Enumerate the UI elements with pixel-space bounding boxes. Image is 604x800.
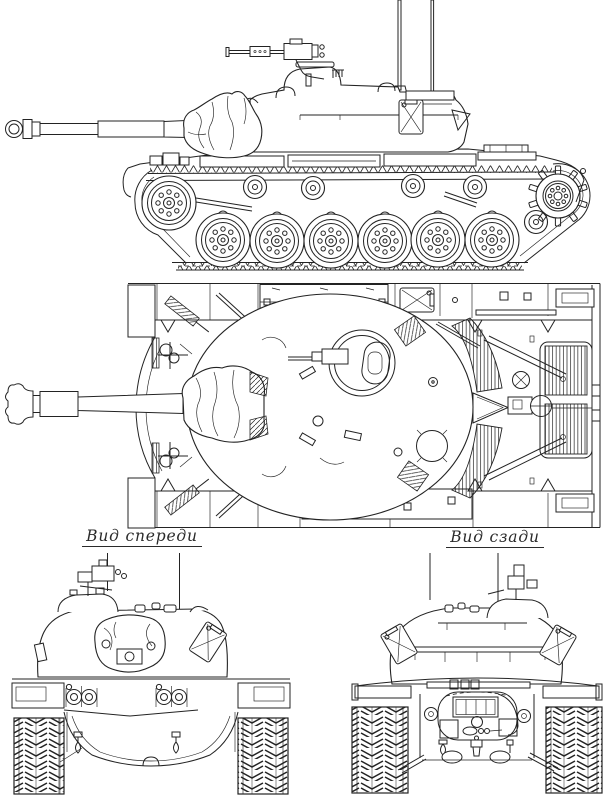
machine-gun-icon — [487, 564, 538, 600]
front-track-left — [13, 717, 65, 795]
front-mantlet-canvas — [94, 614, 166, 673]
gun-barrel — [5, 119, 189, 139]
mantlet-canvas-cover — [183, 91, 263, 159]
gun-barrel-plan — [5, 383, 184, 425]
machine-gun-icon — [77, 559, 127, 596]
rear-view-caption: Вид сзади — [436, 528, 554, 548]
tow-shackle-icon — [73, 731, 83, 754]
headlight-plan-top — [151, 337, 193, 369]
rear-hull — [351, 677, 603, 774]
taillight-icon — [517, 709, 531, 723]
taillight-icon — [424, 707, 438, 721]
headlight-plan-bottom — [151, 442, 193, 474]
rear-turret — [389, 607, 563, 685]
front-view-caption: Вид спереди — [78, 527, 206, 547]
side-turret — [249, 66, 469, 153]
jerry-can-icon — [398, 99, 424, 135]
commander-cupola — [288, 329, 396, 397]
tow-pintle-icon — [470, 735, 483, 757]
top-view-drawing — [5, 283, 601, 529]
front-view-drawing — [11, 553, 291, 795]
front-view-caption-text: Вид спереди — [82, 527, 202, 547]
idler-wheel-icon — [141, 175, 197, 231]
rear-track-left — [351, 706, 409, 794]
headlight-icon — [155, 683, 188, 708]
loader-hatch — [416, 429, 448, 463]
tow-shackle-icon — [171, 731, 181, 754]
antenna-icon — [392, 0, 440, 101]
mantlet-canvas-plan — [181, 365, 269, 443]
rear-view-caption-text: Вид сзади — [446, 528, 544, 548]
side-view-drawing — [5, 0, 591, 271]
headlight-icon — [65, 683, 98, 708]
rear-track-right — [545, 706, 603, 794]
machine-gun-icon — [225, 38, 344, 87]
rear-view-drawing — [351, 553, 603, 794]
front-hull — [11, 678, 291, 767]
front-track-right — [237, 717, 289, 795]
